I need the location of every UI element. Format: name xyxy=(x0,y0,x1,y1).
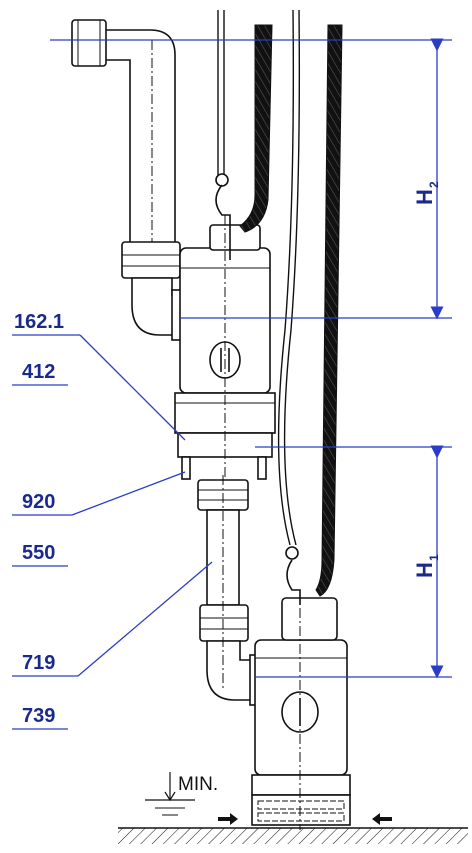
min-water-level: MIN. xyxy=(145,772,218,816)
upper-pump xyxy=(55,19,276,480)
svg-text:H: H xyxy=(412,189,437,205)
svg-text:2: 2 xyxy=(427,181,441,188)
min-label: MIN. xyxy=(178,774,218,795)
intake-strainer xyxy=(257,800,345,822)
dimension-h2: H 2 xyxy=(412,181,441,205)
callout-550: 550 xyxy=(22,542,55,564)
callout-412: 412 xyxy=(22,361,55,383)
inflow-arrow-left xyxy=(218,813,238,825)
callout-739: 739 xyxy=(22,705,55,727)
lifting-chain-right xyxy=(277,9,301,546)
callout-162-1: 162.1 xyxy=(14,311,64,333)
floor xyxy=(118,827,468,844)
guide-pipe xyxy=(197,475,256,701)
power-cable-lower xyxy=(315,24,343,597)
dimension-h1: H 1 xyxy=(412,554,441,578)
part-callouts: 162.1 412 920 550 719 739 xyxy=(12,311,213,730)
power-cable-upper xyxy=(239,24,273,233)
lifting-chain-left xyxy=(217,10,225,175)
svg-text:H: H xyxy=(412,562,437,578)
lower-pump xyxy=(249,546,351,830)
callout-920: 920 xyxy=(22,491,55,513)
inflow-arrow-right xyxy=(372,813,392,825)
callout-719: 719 xyxy=(22,652,55,674)
svg-text:1: 1 xyxy=(427,554,441,561)
dimension-lines xyxy=(50,38,452,679)
